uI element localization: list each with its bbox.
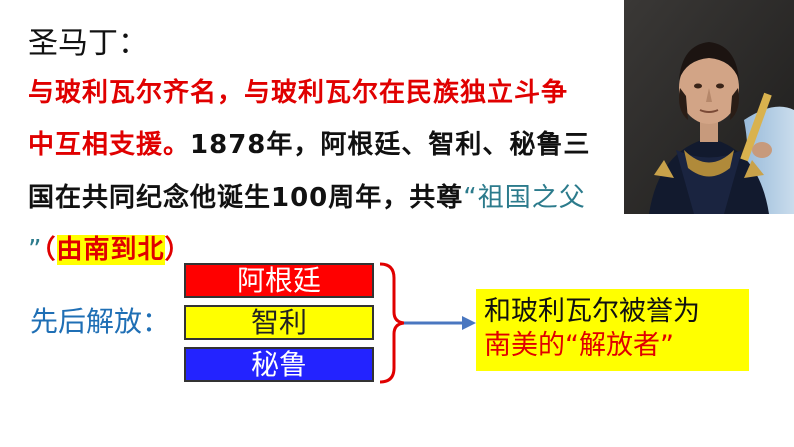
text-line-2-red: 中互相支援。 [28, 130, 191, 160]
result-box: 和玻利瓦尔被誉为 南美的“解放者” [476, 289, 749, 371]
liberation-label: 先后解放： [30, 305, 171, 338]
text-line-3: 国在共同纪念他诞生100周年，共尊“祖国之父 [28, 177, 586, 214]
text-line-3-teal: “祖国之父 [463, 183, 586, 213]
right-brace [379, 262, 405, 384]
text-line-4: ”（由南到北） [28, 229, 192, 266]
text-line-2: 中互相支援。1878年，阿根廷、智利、秘鲁三 [28, 124, 590, 161]
text-line-3-black: 国在共同纪念他诞生100周年，共尊 [28, 183, 464, 213]
closing-quote: ” [28, 235, 43, 265]
country-box-argentina: 阿根廷 [184, 263, 374, 298]
direction-highlight: 由南到北 [56, 235, 165, 265]
paren-close: ） [164, 235, 192, 265]
country-box-peru: 秘鲁 [184, 347, 374, 382]
country-box-chile: 智利 [184, 305, 374, 340]
arrow-head-icon [462, 316, 476, 330]
portrait-image [624, 0, 794, 214]
text-line-2-black: 1878年，阿根廷、智利、秘鲁三 [190, 130, 591, 160]
brace-arrow-graphic [379, 262, 476, 384]
portrait-illustration [624, 0, 794, 214]
paren-open: （ [42, 235, 57, 265]
text-line-1: 与玻利瓦尔齐名，与玻利瓦尔在民族独立斗争 [28, 78, 569, 108]
page-title: 圣马丁： [28, 26, 148, 61]
result-line-1: 和玻利瓦尔被誉为 [484, 296, 700, 327]
result-line-2: 南美的“解放者” [484, 330, 674, 361]
